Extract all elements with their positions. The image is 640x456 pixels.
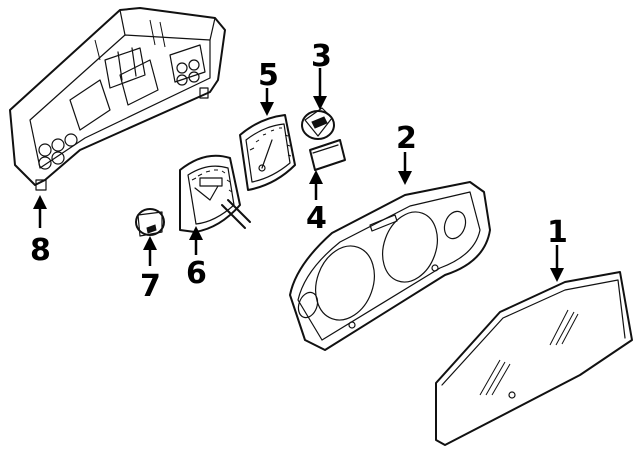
bezel-part <box>289 181 491 351</box>
gauge-6-part <box>179 154 251 233</box>
callout-label-4: 4 <box>306 201 327 236</box>
callout-arrow-1 <box>550 245 564 282</box>
callout-arrow-8 <box>33 195 47 228</box>
callout-label-5: 5 <box>258 58 279 93</box>
callout-label-8: 8 <box>30 233 51 268</box>
callout-arrow-6 <box>189 226 203 255</box>
small-gauge-part <box>135 208 165 237</box>
callout-label-7: 7 <box>140 269 161 304</box>
cluster-housing-part <box>9 7 226 191</box>
indicator-4-part <box>309 139 346 171</box>
callout-label-3: 3 <box>311 39 332 74</box>
callout-label-1: 1 <box>547 215 568 250</box>
callout-arrow-4 <box>309 170 323 200</box>
gauge-5-part <box>239 114 296 191</box>
lens-part <box>435 271 633 446</box>
callout-label-6: 6 <box>186 256 207 291</box>
gauge-3-part <box>301 107 335 140</box>
callout-label-2: 2 <box>396 121 417 156</box>
callout-arrow-2 <box>398 152 412 185</box>
callout-arrow-7 <box>143 236 157 266</box>
callout-arrow-5 <box>260 88 274 116</box>
callout-arrow-3 <box>313 68 327 110</box>
